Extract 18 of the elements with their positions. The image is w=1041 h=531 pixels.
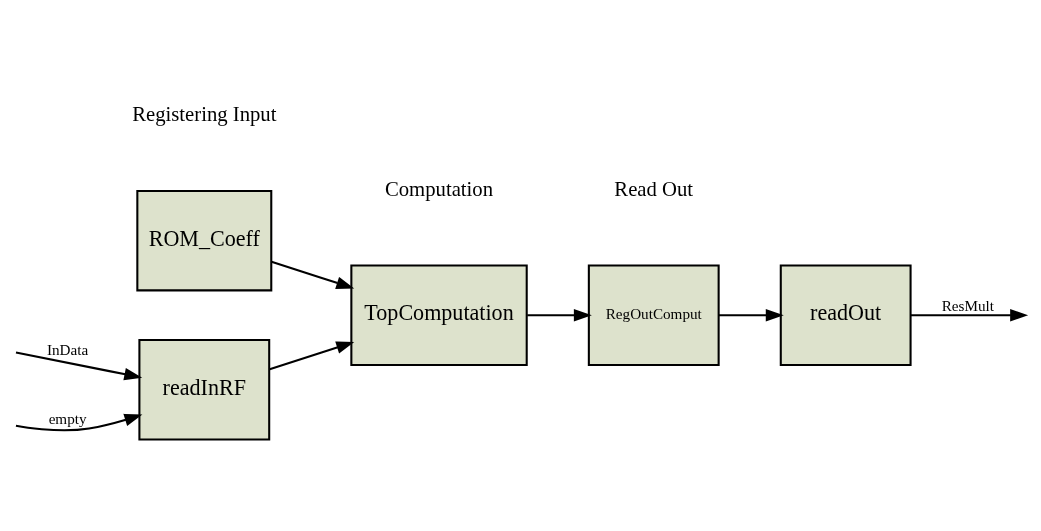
node-box: RegOutComput — [587, 264, 720, 366]
arrow — [910, 308, 1029, 322]
arrow — [15, 351, 143, 381]
label: Read Out — [614, 177, 694, 200]
arrow — [269, 341, 355, 371]
node-box: TopComputation — [350, 264, 528, 366]
edge-label: ResMult — [941, 296, 994, 314]
node-box: readOut — [779, 264, 912, 366]
arrow — [718, 308, 784, 322]
arrow — [271, 260, 355, 289]
arrow — [15, 413, 143, 432]
edge-label: InData — [46, 340, 89, 358]
edge-label: empty — [48, 410, 87, 428]
label: Computation — [384, 177, 494, 200]
arrow — [527, 308, 592, 322]
node-box: ROM_Coeff — [136, 189, 273, 292]
label: Registering Input — [132, 103, 277, 126]
node-box: readInRF — [138, 339, 271, 441]
